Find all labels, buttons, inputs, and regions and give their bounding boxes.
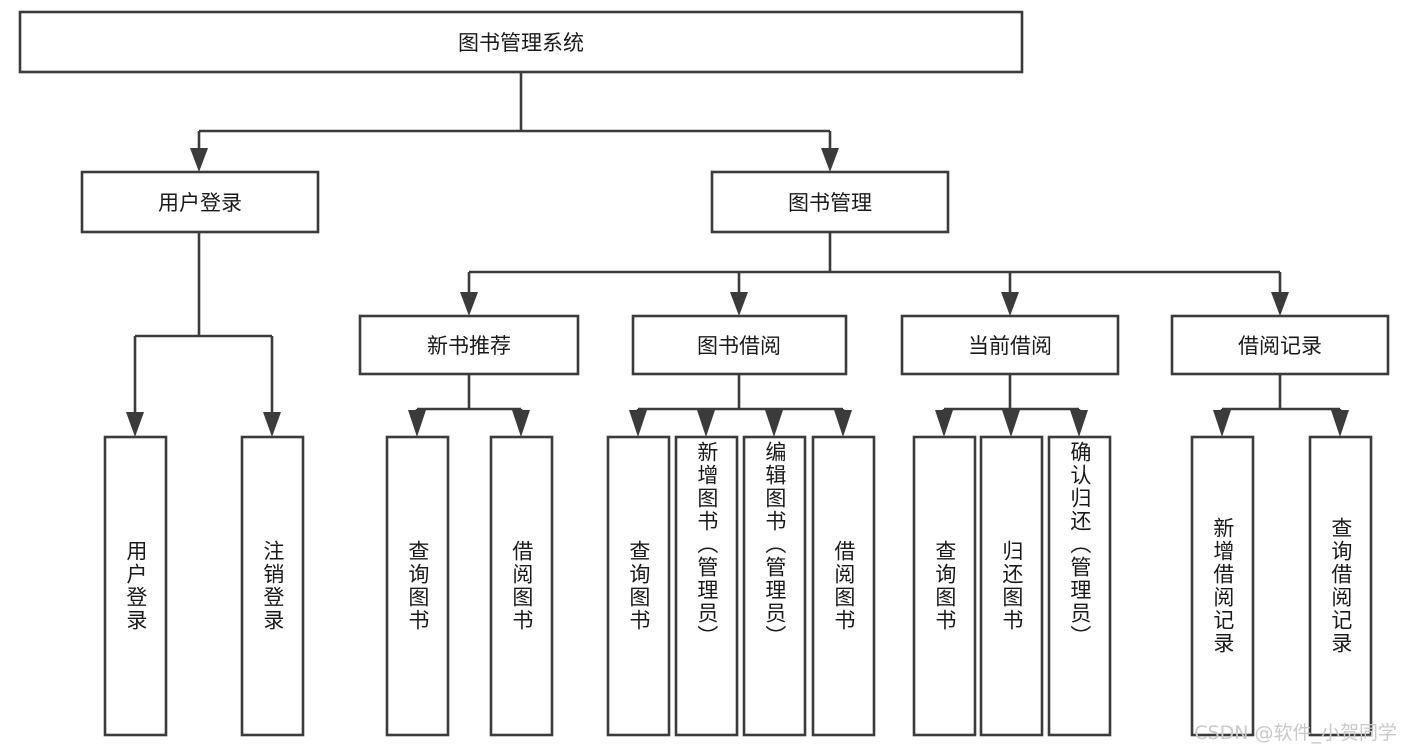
- arrow-head-leaf-user-login: [126, 412, 144, 437]
- arrow-head-borrow-record: [1271, 292, 1289, 316]
- leaf-query-book-3-label-wrap: 查询图书: [914, 437, 975, 735]
- arrow-head-leaf-logout-login: [263, 412, 281, 437]
- node-book-manage[interactable]: [710, 170, 950, 234]
- node-book-borrow-label: 图书借阅: [697, 334, 781, 358]
- node-borrow-record-label: 借阅记录: [1238, 334, 1322, 358]
- arrow-head-leaf-confirm-return: [1070, 410, 1088, 437]
- arrow-head-leaf-query-record: [1331, 410, 1349, 437]
- leaf-confirm-return-label: 确认归还（管理员）: [1067, 441, 1092, 648]
- node-leaf-user-login[interactable]: [103, 435, 168, 737]
- node-leaf-return-book[interactable]: [979, 435, 1044, 737]
- leaf-return-book-label-wrap: 归还图书: [981, 437, 1042, 735]
- node-leaf-confirm-return[interactable]: [1047, 435, 1112, 737]
- leaf-logout-login-label-wrap: 注销登录: [242, 437, 303, 735]
- leaf-add-record-label-wrap: 新增借阅记录: [1192, 437, 1253, 735]
- leaf-edit-book-label-wrap: 编辑图书（管理员）: [744, 441, 805, 735]
- arrow-head-leaf-query-book-3: [935, 410, 953, 437]
- node-current-borrow[interactable]: [900, 314, 1120, 376]
- leaf-query-book-3-label: 查询图书: [932, 540, 957, 632]
- leaf-logout-login-label: 注销登录: [260, 540, 285, 632]
- node-book-manage-label: 图书管理: [788, 191, 872, 215]
- leaf-query-record-label: 查询借阅记录: [1328, 517, 1353, 655]
- arrow-head-leaf-query-book-2: [629, 410, 647, 437]
- leaf-query-book-1-label: 查询图书: [405, 540, 430, 632]
- arrow-head-leaf-add-record: [1213, 410, 1231, 437]
- node-leaf-logout-login[interactable]: [240, 435, 305, 737]
- leaf-user-login-label: 用户登录: [123, 540, 148, 632]
- leaf-add-book-label-wrap: 新增图书（管理员）: [676, 441, 737, 735]
- node-leaf-edit-book[interactable]: [742, 435, 807, 737]
- leaf-query-book-1-label-wrap: 查询图书: [387, 437, 448, 735]
- leaf-edit-book-label: 编辑图书（管理员）: [762, 441, 787, 648]
- arrow-head-book-borrow: [730, 292, 748, 316]
- arrow-head-leaf-query-book-1: [408, 410, 426, 437]
- node-book-borrow[interactable]: [631, 314, 848, 376]
- node-borrow-record[interactable]: [1170, 314, 1390, 376]
- node-current-borrow-label: 当前借阅: [968, 334, 1052, 358]
- node-user-login[interactable]: [80, 170, 320, 234]
- node-leaf-query-book-3[interactable]: [912, 435, 977, 737]
- leaf-query-record-label-wrap: 查询借阅记录: [1310, 437, 1371, 735]
- node-leaf-query-record[interactable]: [1308, 435, 1373, 737]
- arrow-head-leaf-return-book: [1002, 410, 1020, 437]
- watermark-text: CSDN @软件_小贺同学: [1194, 722, 1397, 744]
- node-root[interactable]: [18, 10, 1024, 74]
- arrow-head-new-book-rec: [460, 292, 478, 316]
- arrow-head-leaf-edit-book: [765, 410, 783, 437]
- node-new-book-rec-label: 新书推荐: [427, 334, 511, 358]
- arrow-head-book-manage: [821, 148, 839, 172]
- node-leaf-borrow-book-1[interactable]: [489, 435, 554, 737]
- node-root-label: 图书管理系统: [458, 31, 584, 55]
- leaf-query-book-2-label-wrap: 查询图书: [608, 437, 669, 735]
- arrow-head-current-borrow: [1001, 292, 1019, 316]
- arrow-head-user-login: [190, 148, 208, 172]
- leaf-borrow-book-2-label: 借阅图书: [831, 540, 856, 632]
- nodes-group: 图书管理系统 用户登录 图书管理 新书推荐 图书借阅 当前借阅 借阅记录: [18, 10, 1390, 737]
- leaf-add-book-label: 新增图书（管理员）: [694, 441, 719, 648]
- leaf-borrow-book-1-label: 借阅图书: [509, 540, 534, 632]
- leaf-query-book-2-label: 查询图书: [626, 540, 651, 632]
- connectors-group: [126, 72, 1349, 437]
- node-leaf-query-book-2[interactable]: [606, 435, 671, 737]
- arrow-head-leaf-borrow-book-2: [834, 410, 852, 437]
- leaf-confirm-return-label-wrap: 确认归还（管理员）: [1049, 441, 1110, 735]
- leaf-user-login-label-wrap: 用户登录: [105, 437, 166, 735]
- leaf-borrow-book-1-label-wrap: 借阅图书: [491, 437, 552, 735]
- arrow-head-leaf-borrow-book-1: [512, 410, 530, 437]
- node-leaf-borrow-book-2[interactable]: [811, 435, 876, 737]
- leaf-return-book-label: 归还图书: [999, 540, 1024, 632]
- node-leaf-add-record[interactable]: [1190, 435, 1255, 737]
- node-user-login-label: 用户登录: [158, 191, 242, 215]
- leaf-add-record-label: 新增借阅记录: [1210, 517, 1235, 655]
- node-leaf-query-book-1[interactable]: [385, 435, 450, 737]
- arrow-head-leaf-add-book: [697, 410, 715, 437]
- leaf-borrow-book-2-label-wrap: 借阅图书: [813, 437, 874, 735]
- node-leaf-add-book[interactable]: [674, 435, 739, 737]
- node-new-book-rec[interactable]: [358, 314, 580, 376]
